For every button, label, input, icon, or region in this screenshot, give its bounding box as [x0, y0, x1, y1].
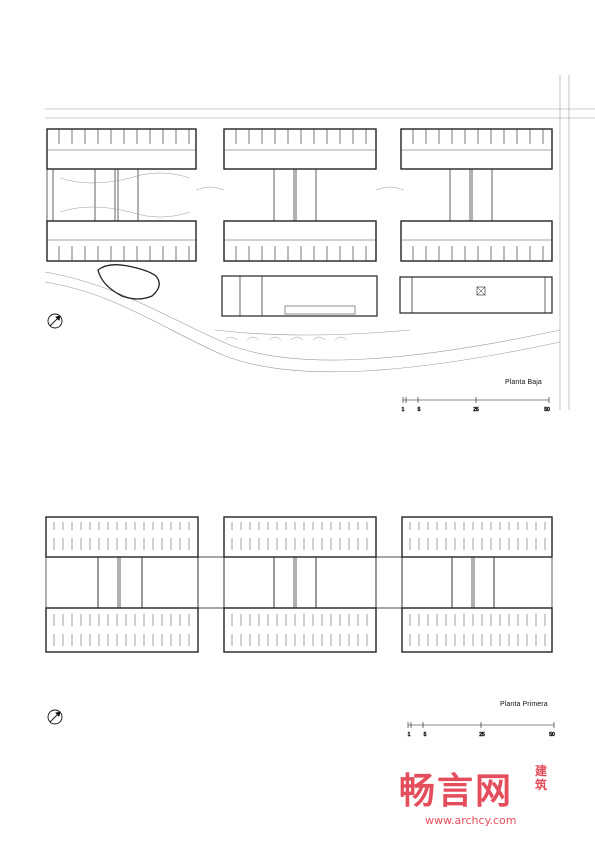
ground-building-east	[399, 128, 553, 314]
first-building-west	[45, 516, 199, 653]
first-scale-label: 5	[424, 732, 427, 738]
first-interior-furniture	[53, 522, 546, 646]
ground-scale-bar: 1 5 25 50	[401, 397, 550, 413]
ground-interior-walls	[58, 129, 544, 261]
first-floor-title: Planta Primera	[500, 701, 548, 708]
first-building-center	[223, 516, 377, 653]
watermark-brand-side: 建筑	[535, 764, 548, 792]
first-bridge-west	[197, 556, 225, 609]
first-building-east	[401, 516, 553, 653]
ground-scale-label: 25	[473, 407, 479, 413]
first-scale-label: 1	[408, 732, 411, 738]
watermark-url: www.archcy.com	[425, 814, 517, 827]
ground-building-center	[195, 128, 405, 317]
ground-scale-label: 1	[402, 407, 405, 413]
watermark-brand: 畅言网	[399, 771, 514, 812]
ground-scale-label: 50	[544, 407, 550, 413]
ground-building-west	[46, 128, 197, 300]
first-scale-bar: 1 5 25 50	[407, 722, 555, 738]
ground-floor-title: Planta Baja	[505, 379, 542, 386]
ground-scale-label: 5	[418, 407, 421, 413]
ground-north-arrow-icon	[47, 313, 63, 329]
first-bridge-east	[375, 556, 403, 609]
first-scale-label: 25	[479, 732, 485, 738]
first-scale-label: 50	[549, 732, 555, 738]
first-floor-plan: 1 5 25 50	[45, 516, 555, 738]
ground-floor-plan: 1 5 25 50	[44, 75, 595, 413]
first-north-arrow-icon	[47, 709, 63, 725]
site-roads	[44, 75, 595, 410]
watermark-logo: 畅言网 建筑 www.archcy.com	[395, 762, 565, 832]
